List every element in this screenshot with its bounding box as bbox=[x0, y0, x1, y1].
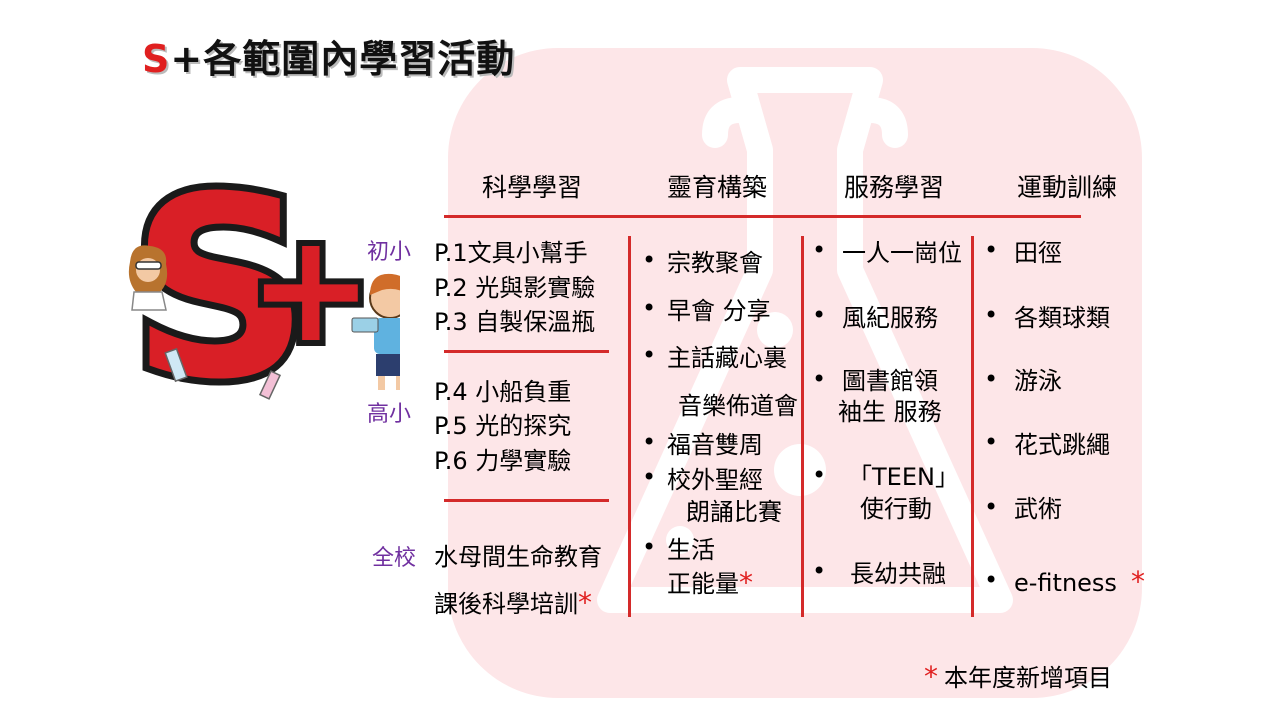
col-header-sports: 運動訓練 bbox=[1017, 173, 1118, 202]
senior-divider bbox=[444, 499, 609, 502]
new-item-star-icon: * bbox=[924, 660, 938, 693]
bullet-icon: • bbox=[812, 461, 827, 489]
science-item: P.1文具小幫手 bbox=[434, 239, 588, 267]
bullet-icon: • bbox=[984, 493, 999, 521]
col-divider-3 bbox=[971, 236, 974, 617]
new-item-star-icon: * bbox=[578, 586, 592, 619]
test-tube-icon bbox=[164, 347, 282, 400]
s-plus-logo: S + bbox=[123, 150, 400, 410]
bullet-icon: • bbox=[642, 463, 657, 491]
level-label-junior: 初小 bbox=[367, 240, 412, 265]
bullet-icon: • bbox=[812, 301, 827, 329]
spiritual-item-new: 正能量* bbox=[667, 566, 753, 599]
bullet-icon: • bbox=[984, 236, 999, 264]
science-item-new: 課後科學培訓* bbox=[434, 586, 592, 619]
spiritual-item: 早會 分享 bbox=[667, 297, 771, 325]
col-header-science: 科學學習 bbox=[482, 173, 583, 202]
service-item: 「TEEN」 bbox=[848, 463, 959, 491]
col-divider-2 bbox=[801, 236, 804, 617]
new-item-star-icon: * bbox=[1130, 565, 1145, 598]
title-rest: +各範圍內學習活動 bbox=[170, 37, 516, 81]
header-divider bbox=[444, 215, 1081, 218]
title-prefix: S bbox=[142, 37, 171, 81]
spiritual-item: 宗教聚會 bbox=[667, 249, 763, 277]
spiritual-item: 朗誦比賽 bbox=[686, 498, 782, 526]
bullet-icon: • bbox=[812, 365, 827, 393]
logo-plus-sign: + bbox=[248, 202, 374, 376]
bullet-icon: • bbox=[984, 365, 999, 393]
col-header-spiritual: 靈育構築 bbox=[667, 173, 768, 202]
bullet-icon: • bbox=[642, 341, 657, 369]
science-item: 水母間生命教育 bbox=[434, 543, 602, 571]
science-item: P.4 小船負重 bbox=[434, 378, 572, 406]
level-label-senior: 高小 bbox=[367, 402, 412, 427]
service-item: 圖書館領 bbox=[842, 367, 938, 395]
spiritual-item: 福音雙周 bbox=[667, 431, 763, 459]
page-title: S+各範圍內學習活動 bbox=[142, 28, 515, 83]
bullet-icon: • bbox=[812, 557, 827, 585]
sports-item: 各類球類 bbox=[1014, 304, 1110, 332]
sports-item: 游泳 bbox=[1014, 367, 1062, 395]
science-item: P.2 光與影實驗 bbox=[434, 274, 596, 302]
service-item: 長幼共融 bbox=[850, 560, 946, 588]
bullet-icon: • bbox=[812, 236, 827, 264]
col-divider-1 bbox=[628, 236, 631, 617]
junior-divider bbox=[444, 350, 609, 353]
boy-scientist-icon bbox=[351, 273, 400, 390]
bullet-icon: • bbox=[642, 246, 657, 274]
science-item: P.5 光的探究 bbox=[434, 412, 572, 440]
spiritual-item: 生活 bbox=[667, 536, 715, 564]
sports-item: 田徑 bbox=[1014, 239, 1062, 267]
spiritual-item: 主話藏心裏 bbox=[667, 344, 787, 372]
bullet-icon: • bbox=[984, 301, 999, 329]
bullet-icon: • bbox=[984, 566, 999, 594]
new-item-star-icon: * bbox=[739, 566, 753, 599]
bullet-icon: • bbox=[642, 428, 657, 456]
service-item: 使行動 bbox=[860, 495, 932, 523]
spiritual-item: 音樂佈道會 bbox=[678, 392, 798, 420]
girl-scientist-icon bbox=[128, 245, 168, 311]
footnote-text: 本年度新增項目 bbox=[944, 664, 1112, 692]
sports-item-new: e-fitness* bbox=[1014, 565, 1145, 598]
service-item: 袖生 服務 bbox=[838, 398, 942, 426]
service-item: 風紀服務 bbox=[842, 304, 938, 332]
level-label-whole: 全校 bbox=[372, 546, 417, 571]
science-item: P.3 自製保溫瓶 bbox=[434, 308, 596, 336]
bullet-icon: • bbox=[984, 428, 999, 456]
bullet-icon: • bbox=[642, 294, 657, 322]
footnote: *本年度新增項目 bbox=[924, 662, 1112, 693]
sports-item: 花式跳繩 bbox=[1014, 431, 1110, 459]
flask-watermark-icon bbox=[448, 48, 1142, 698]
service-item: 一人一崗位 bbox=[842, 239, 962, 267]
sports-item: 武術 bbox=[1014, 495, 1062, 523]
col-header-service: 服務學習 bbox=[844, 173, 945, 202]
bullet-icon: • bbox=[642, 533, 657, 561]
science-item: P.6 力學實驗 bbox=[434, 447, 572, 475]
spiritual-item: 校外聖經 bbox=[667, 466, 763, 494]
